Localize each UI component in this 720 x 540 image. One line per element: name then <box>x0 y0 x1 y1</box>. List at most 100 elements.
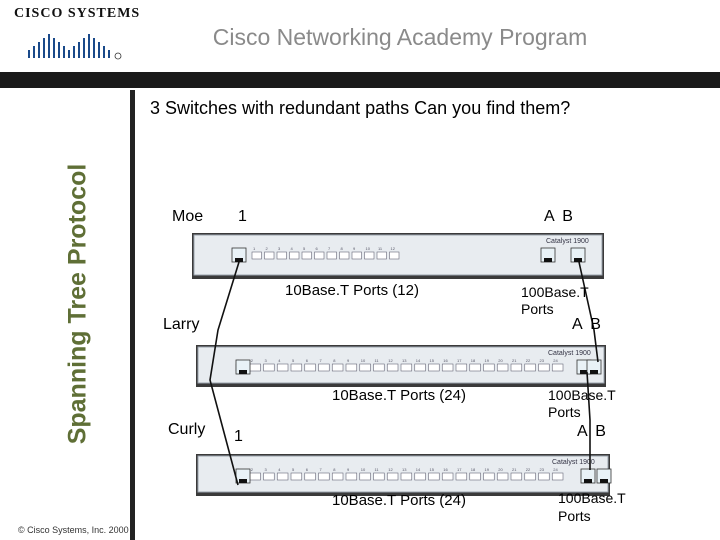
switch-larry-port-number: 22 <box>526 358 531 363</box>
switch-moe-port-number: 4 <box>291 246 294 251</box>
switch-larry-port-number: 4 <box>278 358 281 363</box>
curly-100baset-label-line2: Ports <box>558 508 591 524</box>
switch-larry-port <box>551 363 564 372</box>
switch-larry-port-number: 9 <box>347 358 350 363</box>
switch-curly-port-number: 14 <box>416 467 421 472</box>
switch-curly-port1-plug <box>239 479 247 483</box>
switch-curly-port-number: 18 <box>471 467 476 472</box>
switch-larry-port <box>331 363 344 372</box>
switch-curly-port-number: 20 <box>498 467 503 472</box>
switch-larry-uplink-b-plug <box>590 370 598 374</box>
switch-curly-port <box>400 472 413 481</box>
switch-curly-port <box>304 472 316 481</box>
switch-curly-port <box>386 472 399 481</box>
switch-larry-port <box>304 363 316 372</box>
switch-larry-port-number: 14 <box>416 358 421 363</box>
switch-moe-uplink-a-plug <box>544 258 552 262</box>
switch-moe-port-number: 3 <box>278 246 281 251</box>
switch-larry-port <box>538 363 550 372</box>
switch-larry-port-number: 13 <box>402 358 407 363</box>
switch-larry-port <box>510 363 523 372</box>
switch-curly-uplink-a-plug <box>584 479 592 483</box>
switch-curly-port <box>290 472 303 481</box>
switch-curly-port <box>524 472 536 481</box>
switch-larry-port-number: 24 <box>553 358 558 363</box>
switch-curly-port <box>510 472 523 481</box>
switch-larry-port-number: 21 <box>512 358 517 363</box>
switch-larry-port-number: 7 <box>320 358 323 363</box>
switch-moe-port <box>289 251 300 260</box>
switch-larry-port <box>318 363 330 372</box>
switch-curly-port-number: 11 <box>375 467 380 472</box>
cable-larry-a-to-curly-a <box>586 371 591 470</box>
switch-curly-port-number: 2 <box>251 467 254 472</box>
switch-larry-port <box>276 363 289 372</box>
switch-larry-port <box>359 363 371 372</box>
switch-curly-port-number: 6 <box>306 467 309 472</box>
switch-curly-port-number: 9 <box>347 467 350 472</box>
switch-curly-port-number: 19 <box>485 467 490 472</box>
sidebar-divider <box>130 90 135 540</box>
switch-larry-port-number: 8 <box>333 358 336 363</box>
switch-larry-port <box>455 363 468 372</box>
switch-curly-model-label: Catalyst 1900 <box>552 459 595 466</box>
switch-larry-port <box>441 363 454 372</box>
switch-curly-port <box>428 472 440 481</box>
header-title: Cisco Networking Academy Program <box>212 24 588 50</box>
larry-uplink-ports: A B <box>572 316 603 333</box>
curly-100baset-label-line1: 100Base.T <box>558 490 626 506</box>
switch-larry-port-number: 3 <box>265 358 268 363</box>
switch-moe-port-number: 2 <box>266 246 269 251</box>
switch-larry-uplink-a-plug <box>580 370 588 374</box>
switch-curly-uplink-b-plug <box>600 479 608 483</box>
switch-curly-port-number: 5 <box>292 467 295 472</box>
switch-curly-port <box>441 472 454 481</box>
moe-port-number: 1 <box>238 208 247 225</box>
switch-moe-port-number: 10 <box>366 246 371 251</box>
switch-larry-port-number: 15 <box>430 358 435 363</box>
switch-curly-port <box>331 472 344 481</box>
copyright-text: © Cisco Systems, Inc. 2000 <box>18 525 129 535</box>
switch-curly-port-number: 12 <box>388 467 393 472</box>
switch-moe-port <box>326 251 337 260</box>
switch-curly-port <box>483 472 495 481</box>
switch-larry-port-number: 18 <box>471 358 476 363</box>
switch-curly-port <box>455 472 468 481</box>
slide-question: 3 Switches with redundant paths Can you … <box>150 98 571 118</box>
switch-larry-port-number: 5 <box>292 358 295 363</box>
switch-larry-port-number: 12 <box>388 358 393 363</box>
switch-larry-port1-plug <box>239 370 247 374</box>
switch-curly-port-number: 16 <box>443 467 448 472</box>
switch-curly-port-number: 7 <box>320 467 323 472</box>
switch-moe-port-number: 6 <box>316 246 319 251</box>
switch-name-larry: Larry <box>163 316 200 333</box>
switch-moe-port-number: 8 <box>341 246 344 251</box>
switch-curly-port <box>414 472 426 481</box>
switch-larry-port <box>414 363 426 372</box>
larry-100baset-label-line1: 100Base.T <box>548 387 616 403</box>
switch-larry-port <box>524 363 536 372</box>
switch-larry-port-number: 6 <box>306 358 309 363</box>
switch-larry-port <box>373 363 385 372</box>
switch-curly-port <box>469 472 481 481</box>
switch-curly-port-number: 8 <box>333 467 336 472</box>
switch-larry-port-number: 16 <box>443 358 448 363</box>
switch-curly-port-number: 10 <box>361 467 366 472</box>
larry-100baset-label-line2: Ports <box>548 404 581 420</box>
larry-10baset-ports-label: 10Base.T Ports (24) <box>332 387 466 404</box>
switch-moe-port-number: 5 <box>303 246 306 251</box>
curly-10baset-ports-label: 10Base.T Ports (24) <box>332 492 466 509</box>
switch-larry-port-number: 20 <box>498 358 503 363</box>
curly-port-number: 1 <box>234 428 243 445</box>
switch-moe-port <box>264 251 275 260</box>
cisco-logo <box>14 6 126 66</box>
switch-larry: 123456789101112131415161718192021222324C… <box>196 345 606 387</box>
switch-moe-port-number: 11 <box>378 246 383 251</box>
switch-curly-port-number: 4 <box>278 467 281 472</box>
switch-larry-port <box>290 363 303 372</box>
switch-larry-port <box>469 363 481 372</box>
cisco-logo-text: CISCO SYSTEMS <box>14 6 141 21</box>
switch-moe-port-number: 12 <box>391 246 396 251</box>
